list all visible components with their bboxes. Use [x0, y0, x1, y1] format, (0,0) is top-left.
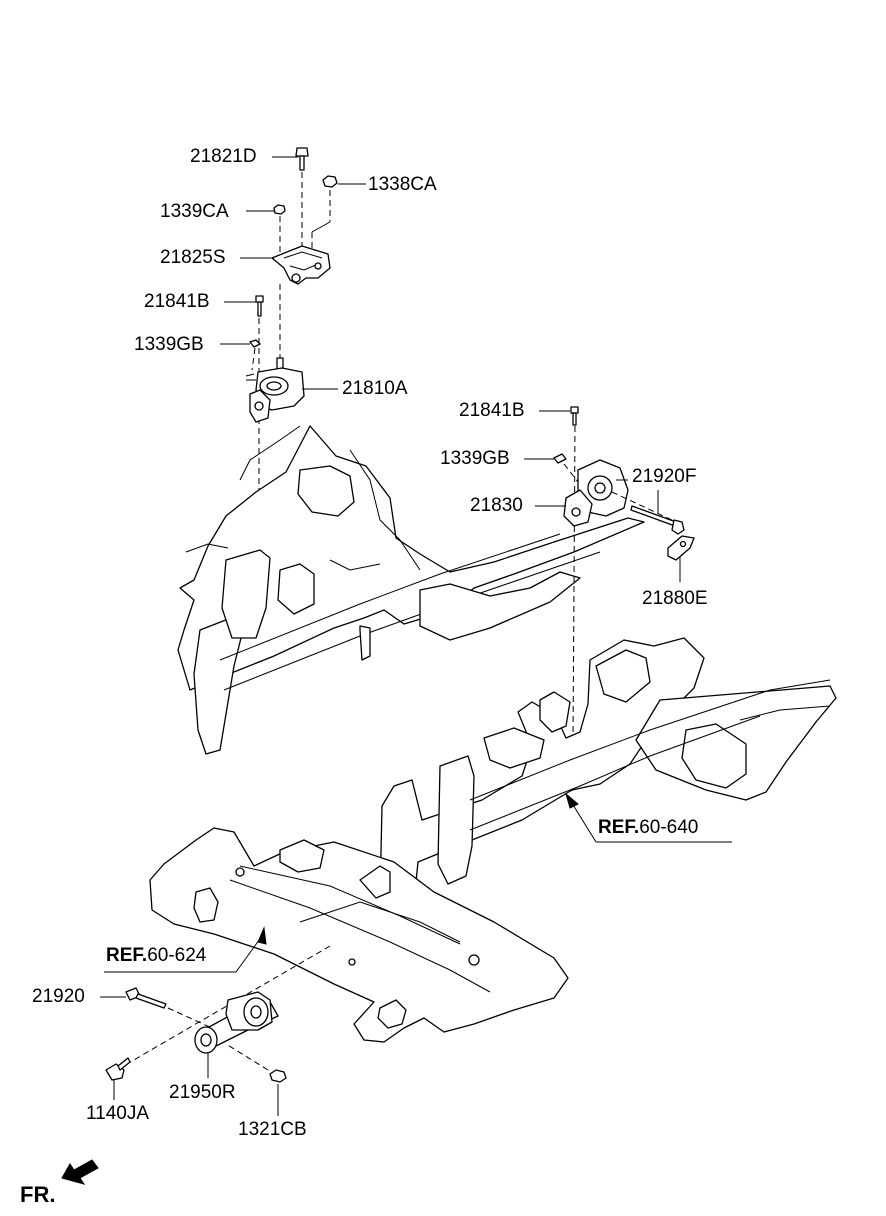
part-label-21810A: 21810A [342, 378, 408, 399]
fr-arrow-icon [61, 1159, 99, 1185]
bolt-21821D [295, 147, 309, 171]
ref-60-624-leader [104, 926, 267, 973]
part-label-21920F: 21920F [632, 466, 697, 487]
mount-21830 [563, 459, 629, 527]
bolt-21841B-top [255, 295, 264, 317]
nut-1338CA [322, 175, 338, 188]
part-label-21880E: 21880E [642, 588, 708, 609]
ref-prefix: REF. [106, 945, 148, 966]
part-label-1140JA: 1140JA [86, 1103, 150, 1124]
nut-1321CB [269, 1069, 287, 1083]
ref-label-60-640[interactable]: REF.60-640 [598, 818, 698, 838]
part-label-21841B-top: 21841B [144, 291, 210, 312]
part-label-1338CA: 1338CA [368, 174, 437, 195]
washer-1339GB-right [553, 453, 567, 464]
ref-code: 60-640 [639, 817, 699, 838]
roll-rod-21950R [194, 991, 279, 1054]
part-label-21825S: 21825S [160, 247, 226, 268]
body-structure-left [177, 425, 645, 755]
ref-label-60-624[interactable]: REF.60-624 [106, 946, 206, 966]
bolt-21920F [630, 505, 685, 535]
ref-60-640-leader [565, 792, 732, 843]
part-label-21841B-right: 21841B [459, 400, 525, 421]
part-label-21830: 21830 [470, 495, 523, 516]
subframe [149, 827, 569, 1043]
body-structure-right [379, 637, 837, 929]
part-label-1321CB: 1321CB [238, 1119, 307, 1140]
bolt-21920 [125, 987, 167, 1009]
ref-prefix: REF. [598, 817, 640, 838]
part-label-1339GB-top: 1339GB [134, 334, 204, 355]
bolt-21841B-right [570, 406, 579, 426]
nut-1339CA [273, 204, 286, 215]
front-direction-label: FR. [20, 1182, 56, 1207]
mount-21810A [245, 357, 305, 423]
part-label-1339CA: 1339CA [160, 201, 229, 222]
bracket-21825S [271, 245, 331, 285]
washer-1339GB-top [249, 339, 261, 348]
part-label-21920: 21920 [32, 986, 85, 1007]
part-label-21950R: 21950R [169, 1082, 236, 1103]
part-label-21821D: 21821D [190, 146, 257, 167]
ref-code: 60-624 [147, 945, 207, 966]
bolt-1140JA [105, 1057, 131, 1081]
bracket-21880E [667, 535, 695, 561]
label-leaders [100, 156, 681, 1116]
part-label-1339GB-right: 1339GB [440, 448, 510, 469]
